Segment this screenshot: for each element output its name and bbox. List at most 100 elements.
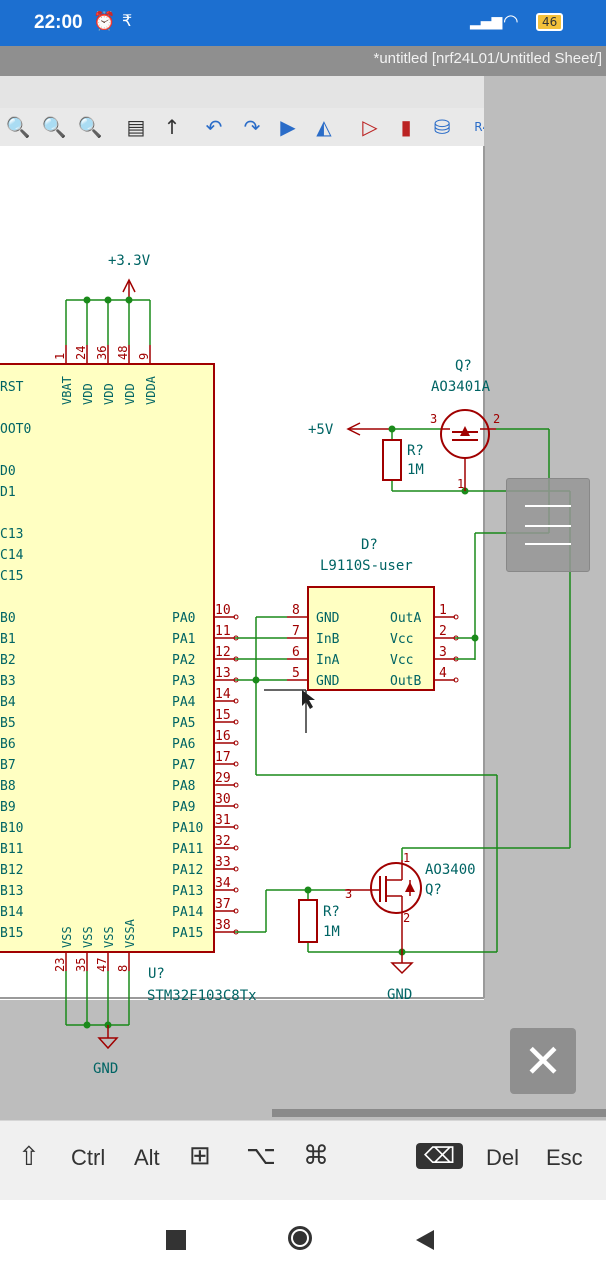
alarm-icon: ⏰ (93, 11, 116, 32)
mcu-symbol[interactable]: RSTOOT0D0D1C13C14C15B0B1B2B3B4B5B6B7B8B9… (0, 345, 257, 1004)
footprint-assign-icon[interactable]: ⛁ (433, 115, 451, 139)
ctrl-key[interactable]: Ctrl (71, 1145, 106, 1170)
mcu-pin-b6: B6 (0, 737, 16, 752)
undo-icon[interactable]: ↶ (205, 115, 223, 139)
mcu-pin-b7: B7 (0, 758, 16, 773)
mcu-pin-b13: B13 (0, 884, 23, 899)
mcu-top-pin-number: 9 (137, 353, 151, 360)
driver-pin-end (453, 677, 459, 683)
mcu-bottom-pin-number: 8 (116, 965, 130, 972)
mcu-pin-b9: B9 (0, 800, 16, 815)
page-settings-icon[interactable]: ▤ (126, 115, 146, 139)
mcu-pin-number: 13 (215, 666, 231, 681)
mcu-top-pin-number: 24 (74, 346, 88, 360)
mcu-pin-vss: VSS (102, 926, 116, 948)
resistor-top[interactable]: R? 1M (382, 439, 424, 481)
canvas-offpage-bottom (0, 1000, 606, 1120)
power-3v3-label: +3.3V (108, 253, 151, 269)
horizontal-scrollbar[interactable] (272, 1109, 606, 1117)
mcu-pin-end (233, 761, 239, 767)
data-saver-icon: ₹ (122, 11, 133, 30)
mirror-icon[interactable]: ◭ (316, 115, 332, 139)
driver-pin-number: 8 (292, 603, 300, 618)
erc-icon[interactable]: ▷ (362, 115, 378, 139)
mosfet-bottom[interactable]: 1 3 2 AO3400 Q? (345, 851, 476, 952)
mosfet-bottom-ref: Q? (425, 882, 442, 898)
escape-key[interactable]: Esc (546, 1145, 583, 1170)
home-icon[interactable] (288, 1226, 312, 1250)
close-icon: ✕ (523, 1034, 563, 1088)
android-nav-bar (0, 1200, 606, 1280)
driver-pin-number: 5 (292, 666, 300, 681)
mcu-pin-number: 34 (215, 876, 231, 891)
mcu-pin-b0: B0 (0, 611, 16, 626)
mcu-pin-b12: B12 (0, 863, 23, 878)
mcu-pin-d1: D1 (0, 485, 16, 500)
mcu-pin-number: 10 (215, 603, 231, 618)
driver-pin-vcc: Vcc (390, 632, 413, 647)
mcu-pin-pa9: PA9 (172, 800, 195, 815)
gnd-label-2: GND (387, 987, 412, 1003)
mcu-pin-end (233, 740, 239, 746)
shift-key[interactable]: ⇧ (18, 1141, 40, 1171)
mcu-pin-end (233, 908, 239, 914)
redo-icon[interactable]: ↷ (243, 115, 261, 139)
mcu-pin-c14: C14 (0, 548, 24, 563)
vertical-scroll-thumb[interactable] (506, 478, 590, 572)
driver-pin-inb: InB (316, 632, 340, 647)
back-icon[interactable] (416, 1230, 434, 1250)
driver-pin-number: 7 (292, 624, 300, 639)
mcu-pin-c15: C15 (0, 569, 23, 584)
driver-pin-outb: OutB (390, 674, 421, 689)
mcu-pin-b4: B4 (0, 695, 16, 710)
delete-key[interactable]: Del (486, 1145, 520, 1170)
driver-pin-gnd: GND (316, 674, 340, 689)
mcu-pin-c13: C13 (0, 527, 23, 542)
mcu-pin-oot0: OOT0 (0, 422, 31, 437)
schematic-canvas[interactable]: RSTOOT0D0D1C13C14C15B0B1B2B3B4B5B6B7B8B9… (0, 0, 606, 1120)
mcu-pin-end (233, 887, 239, 893)
driver-value: L9110S-user (320, 558, 413, 574)
mcu-pin-b10: B10 (0, 821, 23, 836)
mcu-pin-vdd: VDD (81, 383, 95, 405)
zoom-fit-icon[interactable]: 🔍 (77, 115, 103, 139)
driver-pin-ina: InA (316, 653, 340, 668)
resistor-bottom-ref: R? (323, 904, 340, 920)
alt-key[interactable]: Alt (134, 1145, 160, 1170)
windows-key[interactable]: ⊞ (189, 1140, 211, 1170)
leave-sheet-icon[interactable]: ↑ (163, 115, 181, 139)
close-overlay-button[interactable]: ✕ (510, 1028, 576, 1094)
mcu-pin-vss: VSS (81, 926, 95, 948)
resistor-top-value: 1M (407, 462, 424, 478)
mcu-pin-b1: B1 (0, 632, 16, 647)
backspace-key[interactable]: ⌫ (416, 1143, 464, 1169)
clock: 22:00 (34, 12, 83, 33)
gnd-symbol-mcu[interactable]: GND (93, 1025, 119, 1077)
command-key[interactable]: ⌘ (303, 1140, 329, 1170)
power-5v[interactable]: +5V (308, 422, 392, 438)
zoom-in-icon[interactable]: 🔍 (5, 115, 31, 139)
mcu-pin-d0: D0 (0, 464, 16, 479)
resistor-bottom[interactable]: R? 1M (298, 899, 340, 943)
zoom-out-icon[interactable]: 🔍 (41, 115, 67, 139)
mcu-pin-vssa: VSSA (123, 918, 137, 948)
driver-pin-outa: OutA (390, 611, 421, 626)
mcu-pin-pa11: PA11 (172, 842, 203, 857)
annotate-icon[interactable]: ▮ (400, 115, 412, 139)
mcu-pin-pa14: PA14 (172, 905, 203, 920)
mosfet-top[interactable]: 3 2 1 Q? AO3401A (430, 358, 500, 491)
mcu-pin-b5: B5 (0, 716, 16, 731)
flip-icon[interactable]: ▶ (280, 115, 296, 139)
power-3v3[interactable]: +3.3V (108, 253, 151, 300)
mcu-pin-pa4: PA4 (172, 695, 196, 710)
canvas-offpage-right (484, 76, 606, 1120)
option-key[interactable]: ⌥ (246, 1140, 276, 1170)
mcu-value: STM32F103C8Tx (147, 988, 257, 1004)
mcu-pin-end (233, 614, 239, 620)
mcu-pin-b2: B2 (0, 653, 16, 668)
mcu-pin-vbat: VBAT (60, 376, 74, 405)
battery-icon: 46 (536, 13, 564, 31)
gnd-symbol-mosfet[interactable]: GND (387, 952, 414, 1003)
recents-icon[interactable] (166, 1230, 186, 1250)
